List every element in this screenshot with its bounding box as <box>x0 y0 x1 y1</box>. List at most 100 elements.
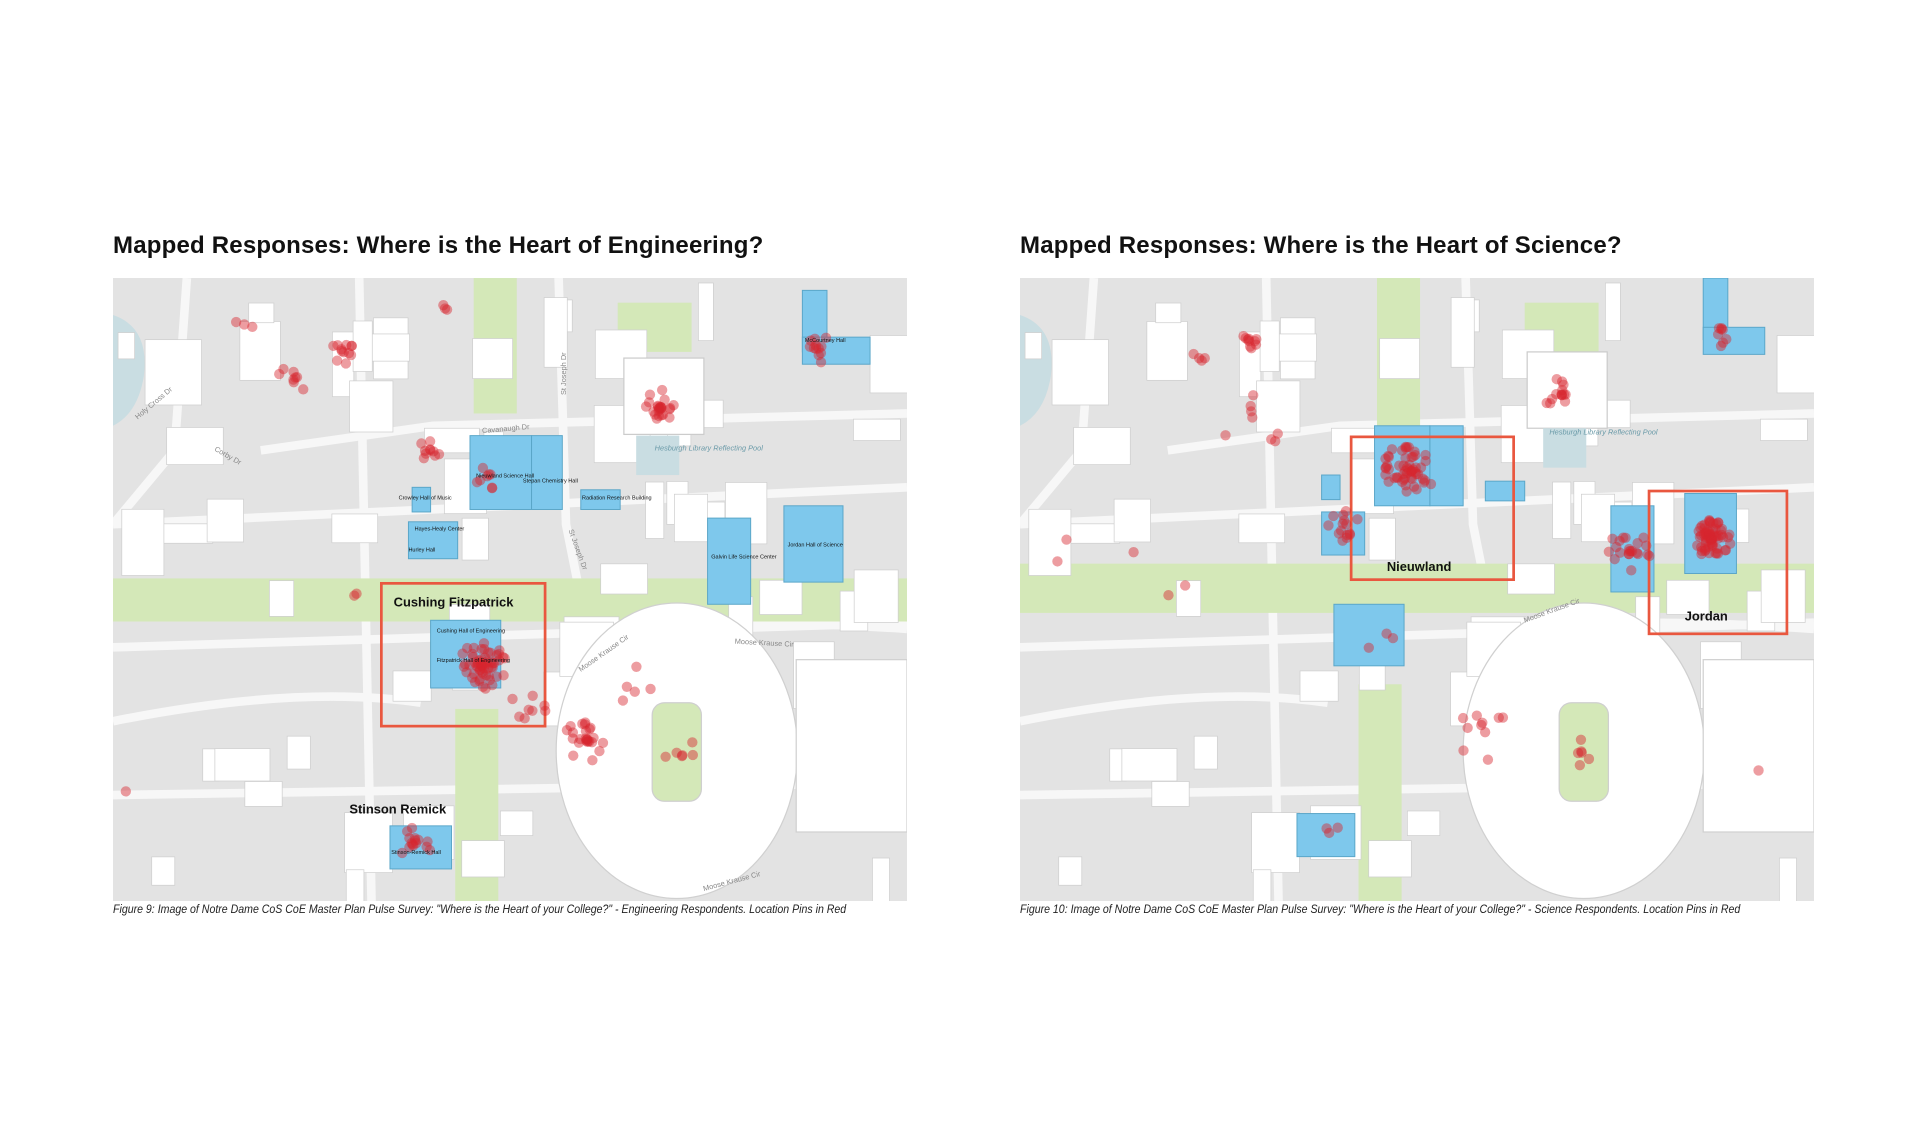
location-pin <box>1401 468 1413 479</box>
building <box>1176 580 1202 617</box>
location-pin <box>458 661 470 672</box>
location-pin <box>1711 548 1722 559</box>
location-pin <box>1716 529 1727 541</box>
location-pin <box>1407 464 1419 475</box>
highlighted-building <box>783 505 844 583</box>
highlighted-building <box>1610 505 1655 593</box>
location-pin <box>1383 450 1394 462</box>
location-pin <box>1339 515 1350 526</box>
highlighted-building <box>1484 480 1526 502</box>
location-pin <box>581 735 592 746</box>
location-pin <box>457 648 468 659</box>
location-pin <box>1410 462 1421 473</box>
location-pin <box>1706 534 1717 546</box>
building <box>349 380 394 433</box>
location-pin <box>1624 546 1635 557</box>
location-pin <box>671 747 682 758</box>
highlight-box <box>1349 435 1515 582</box>
location-pin <box>468 668 479 680</box>
location-pin <box>1572 747 1584 759</box>
location-pin <box>1614 547 1626 558</box>
location-pin <box>1620 532 1631 543</box>
highlighted-building <box>580 489 621 510</box>
location-pin <box>1052 556 1063 567</box>
location-pin <box>421 841 432 852</box>
location-pin <box>1713 323 1725 334</box>
location-pin <box>464 660 475 671</box>
location-pin <box>1404 459 1415 471</box>
location-pin <box>288 366 299 378</box>
highlighted-building <box>1684 492 1737 574</box>
location-pin <box>290 372 301 383</box>
location-pin <box>298 384 309 395</box>
location-pin <box>580 733 591 744</box>
location-pin <box>474 674 486 685</box>
location-pin <box>1701 527 1712 538</box>
location-pin <box>413 834 424 845</box>
figure-title: Mapped Responses: Where is the Heart of … <box>113 232 764 259</box>
location-pin <box>1497 712 1509 723</box>
building <box>1368 840 1412 878</box>
location-pin <box>486 662 497 673</box>
location-pin <box>1323 827 1335 839</box>
location-pin <box>1694 531 1706 543</box>
location-pin <box>1623 548 1635 560</box>
location-pin <box>643 397 655 408</box>
location-pin <box>1713 517 1724 528</box>
location-pin <box>1693 526 1704 537</box>
location-pin <box>1418 477 1430 488</box>
location-pin <box>1387 632 1399 644</box>
location-pin <box>617 695 629 706</box>
location-pin <box>1710 531 1722 542</box>
location-pin <box>1706 539 1718 550</box>
location-pin <box>481 656 492 668</box>
location-pin <box>1705 516 1716 527</box>
location-pin <box>1363 642 1374 653</box>
location-pin <box>1700 532 1711 543</box>
location-pin <box>1703 547 1715 559</box>
location-pin <box>820 332 832 343</box>
location-pin <box>597 737 609 749</box>
location-pin <box>1341 532 1352 544</box>
location-pin <box>1559 396 1571 407</box>
building <box>392 670 432 702</box>
location-pin <box>1380 462 1392 473</box>
location-pin <box>1199 353 1210 364</box>
building <box>269 580 295 617</box>
location-pin <box>498 670 509 681</box>
location-pin <box>584 736 595 747</box>
building <box>872 857 890 914</box>
location-pin <box>473 655 485 666</box>
building <box>1238 513 1286 544</box>
location-pin <box>462 642 473 654</box>
location-pin <box>467 648 478 660</box>
reflecting-pool-label: Hesburgh Library Reflecting Pool <box>655 443 764 452</box>
location-pin <box>120 786 132 797</box>
location-pin <box>475 660 487 671</box>
location-pin <box>1556 376 1568 387</box>
location-pin <box>288 374 299 385</box>
location-pin <box>1607 533 1618 544</box>
location-pin <box>1700 544 1711 556</box>
location-pin <box>1244 341 1256 352</box>
location-pin <box>441 304 453 315</box>
location-pin <box>1248 390 1259 401</box>
location-pin <box>585 722 596 733</box>
location-pin <box>1710 523 1721 534</box>
location-pin <box>1700 527 1711 539</box>
location-pin <box>483 469 495 480</box>
location-pin <box>1721 334 1732 345</box>
location-pin <box>1704 529 1716 541</box>
location-pin <box>653 405 664 416</box>
building <box>1666 579 1710 615</box>
location-pin <box>468 642 480 654</box>
location-pin <box>1707 533 1718 544</box>
location-pin <box>660 751 671 762</box>
location-pin <box>1618 532 1629 543</box>
building <box>1605 282 1621 341</box>
location-pin <box>477 659 488 671</box>
location-pin <box>1724 529 1735 540</box>
building <box>500 810 534 836</box>
building <box>1776 335 1830 394</box>
location-pin <box>656 410 667 421</box>
